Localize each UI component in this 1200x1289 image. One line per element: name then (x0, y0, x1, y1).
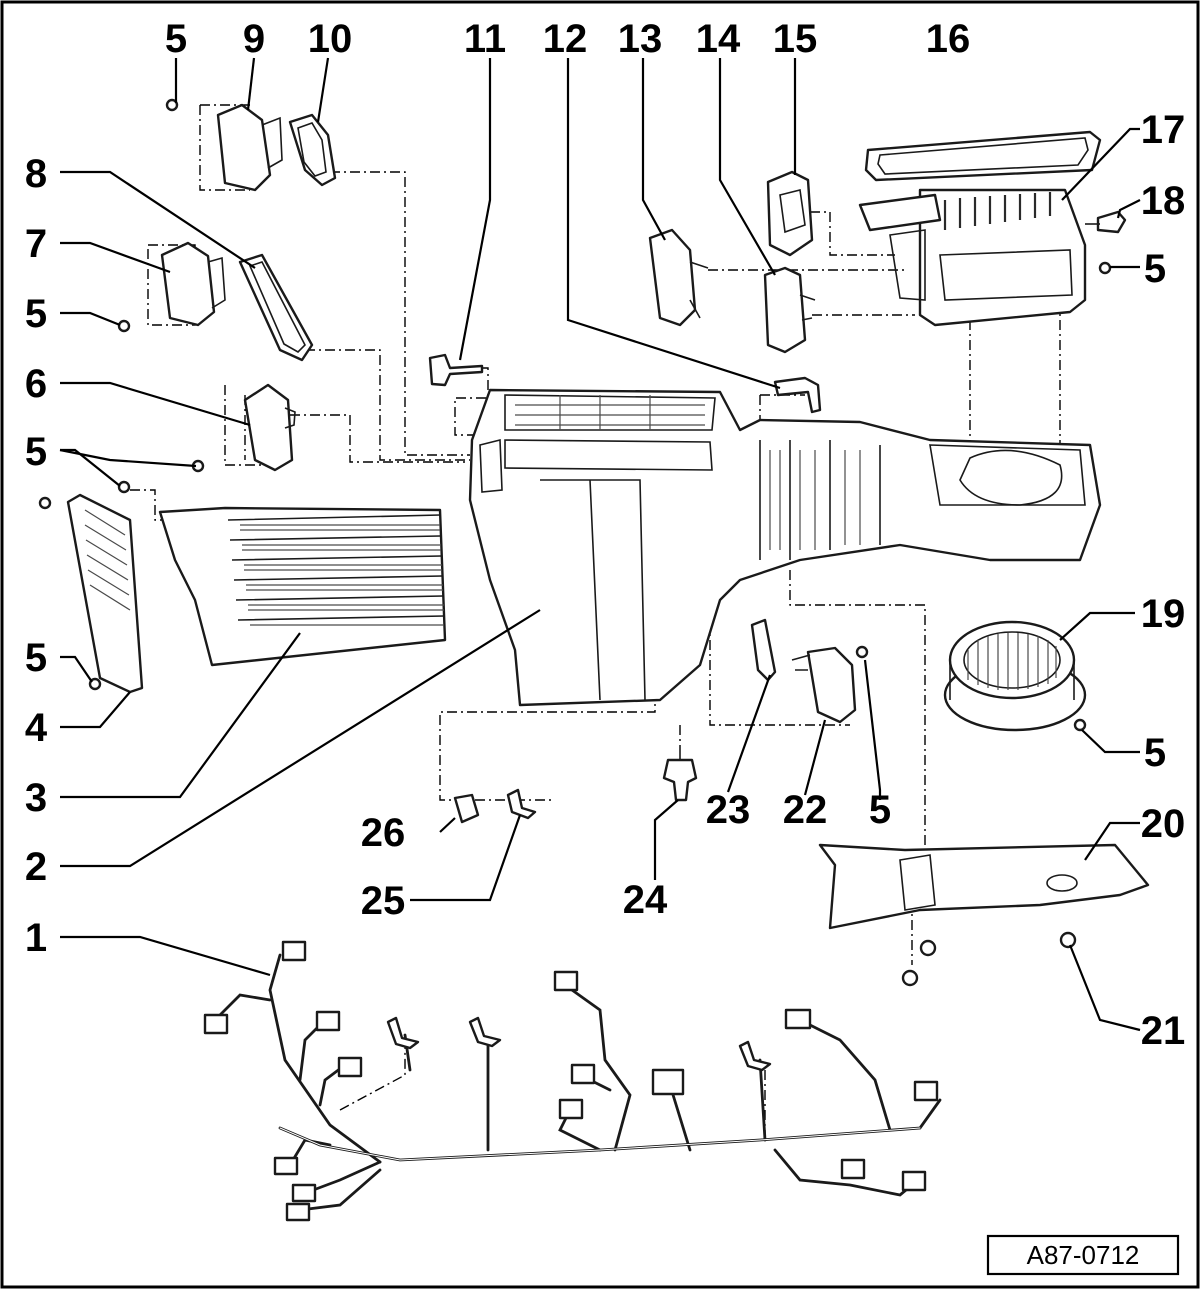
part-12-sensor (773, 376, 822, 414)
part-19-fresh-air-blower (943, 620, 1087, 732)
part-24-sensor (662, 745, 698, 802)
callout-8: 8 (25, 152, 47, 196)
part-16-dust-pollen-filter (864, 130, 1102, 182)
part-20-cover (818, 843, 1150, 930)
reference-code: A87-0712 (1027, 1240, 1140, 1270)
callout-11: 11 (464, 17, 506, 61)
callout-12: 12 (543, 17, 588, 61)
callout-26: 26 (361, 811, 406, 855)
callout-23: 23 (706, 788, 751, 832)
callout-16: 16 (926, 17, 971, 61)
callout-25: 25 (361, 879, 406, 923)
callout-9: 9 (243, 17, 265, 61)
callout-5: 5 (165, 17, 187, 61)
callout-18: 18 (1141, 179, 1186, 223)
part-21-nuts (901, 931, 1077, 987)
callout-20: 20 (1141, 802, 1186, 846)
callout-1: 1 (25, 916, 47, 960)
part-23-gasket (750, 618, 777, 682)
callout-15: 15 (773, 17, 818, 61)
callout-5: 5 (25, 292, 47, 336)
part-1-wiring-harness (203, 940, 942, 1222)
callout-4: 4 (25, 706, 48, 750)
part-6-servo-motor (243, 383, 296, 472)
part-25-connector-top (506, 788, 537, 820)
part-2-air-conditioner-housing (468, 388, 1102, 707)
part-15-servo-motor (766, 170, 814, 257)
part-4-cover (66, 493, 144, 694)
callout-21: 21 (1141, 1009, 1186, 1053)
part-13-servo-motor (648, 228, 709, 327)
assembly-guide-lines (130, 104, 1061, 1145)
callout-2: 2 (25, 845, 47, 889)
part-14-servo-motor (763, 266, 816, 354)
callout-10: 10 (308, 17, 353, 61)
callout-5: 5 (25, 636, 47, 680)
callout-5: 5 (869, 788, 891, 832)
callout-17: 17 (1141, 108, 1186, 152)
callout-5: 5 (1144, 247, 1166, 291)
callout-22: 22 (783, 788, 828, 832)
callout-6: 6 (25, 362, 47, 406)
callout-19: 19 (1141, 592, 1186, 636)
part-11-sensor (428, 353, 484, 387)
part-22-servo-motor (791, 646, 857, 724)
callout-labels: 5 9 10 11 12 13 14 15 16 17 18 5 8 7 5 6… (25, 17, 1185, 1053)
part-3-heat-exchanger (158, 506, 447, 667)
part-7-servo-motor (160, 241, 226, 327)
callout-5: 5 (25, 430, 47, 474)
part-8-gasket (238, 253, 314, 362)
callout-7: 7 (25, 222, 47, 266)
callout-14: 14 (696, 17, 741, 61)
callout-13: 13 (618, 17, 663, 61)
callout-24: 24 (623, 878, 668, 922)
part-9-servo-motor (216, 103, 283, 192)
leader-lines (59, 57, 1141, 1032)
callout-3: 3 (25, 776, 47, 820)
part-26-connector (453, 793, 480, 824)
callout-5: 5 (1144, 731, 1166, 775)
reference-code-plate: A87-0712 (986, 1234, 1180, 1276)
part-17-air-intake-housing (858, 188, 1087, 327)
part-10-gasket (288, 113, 337, 187)
